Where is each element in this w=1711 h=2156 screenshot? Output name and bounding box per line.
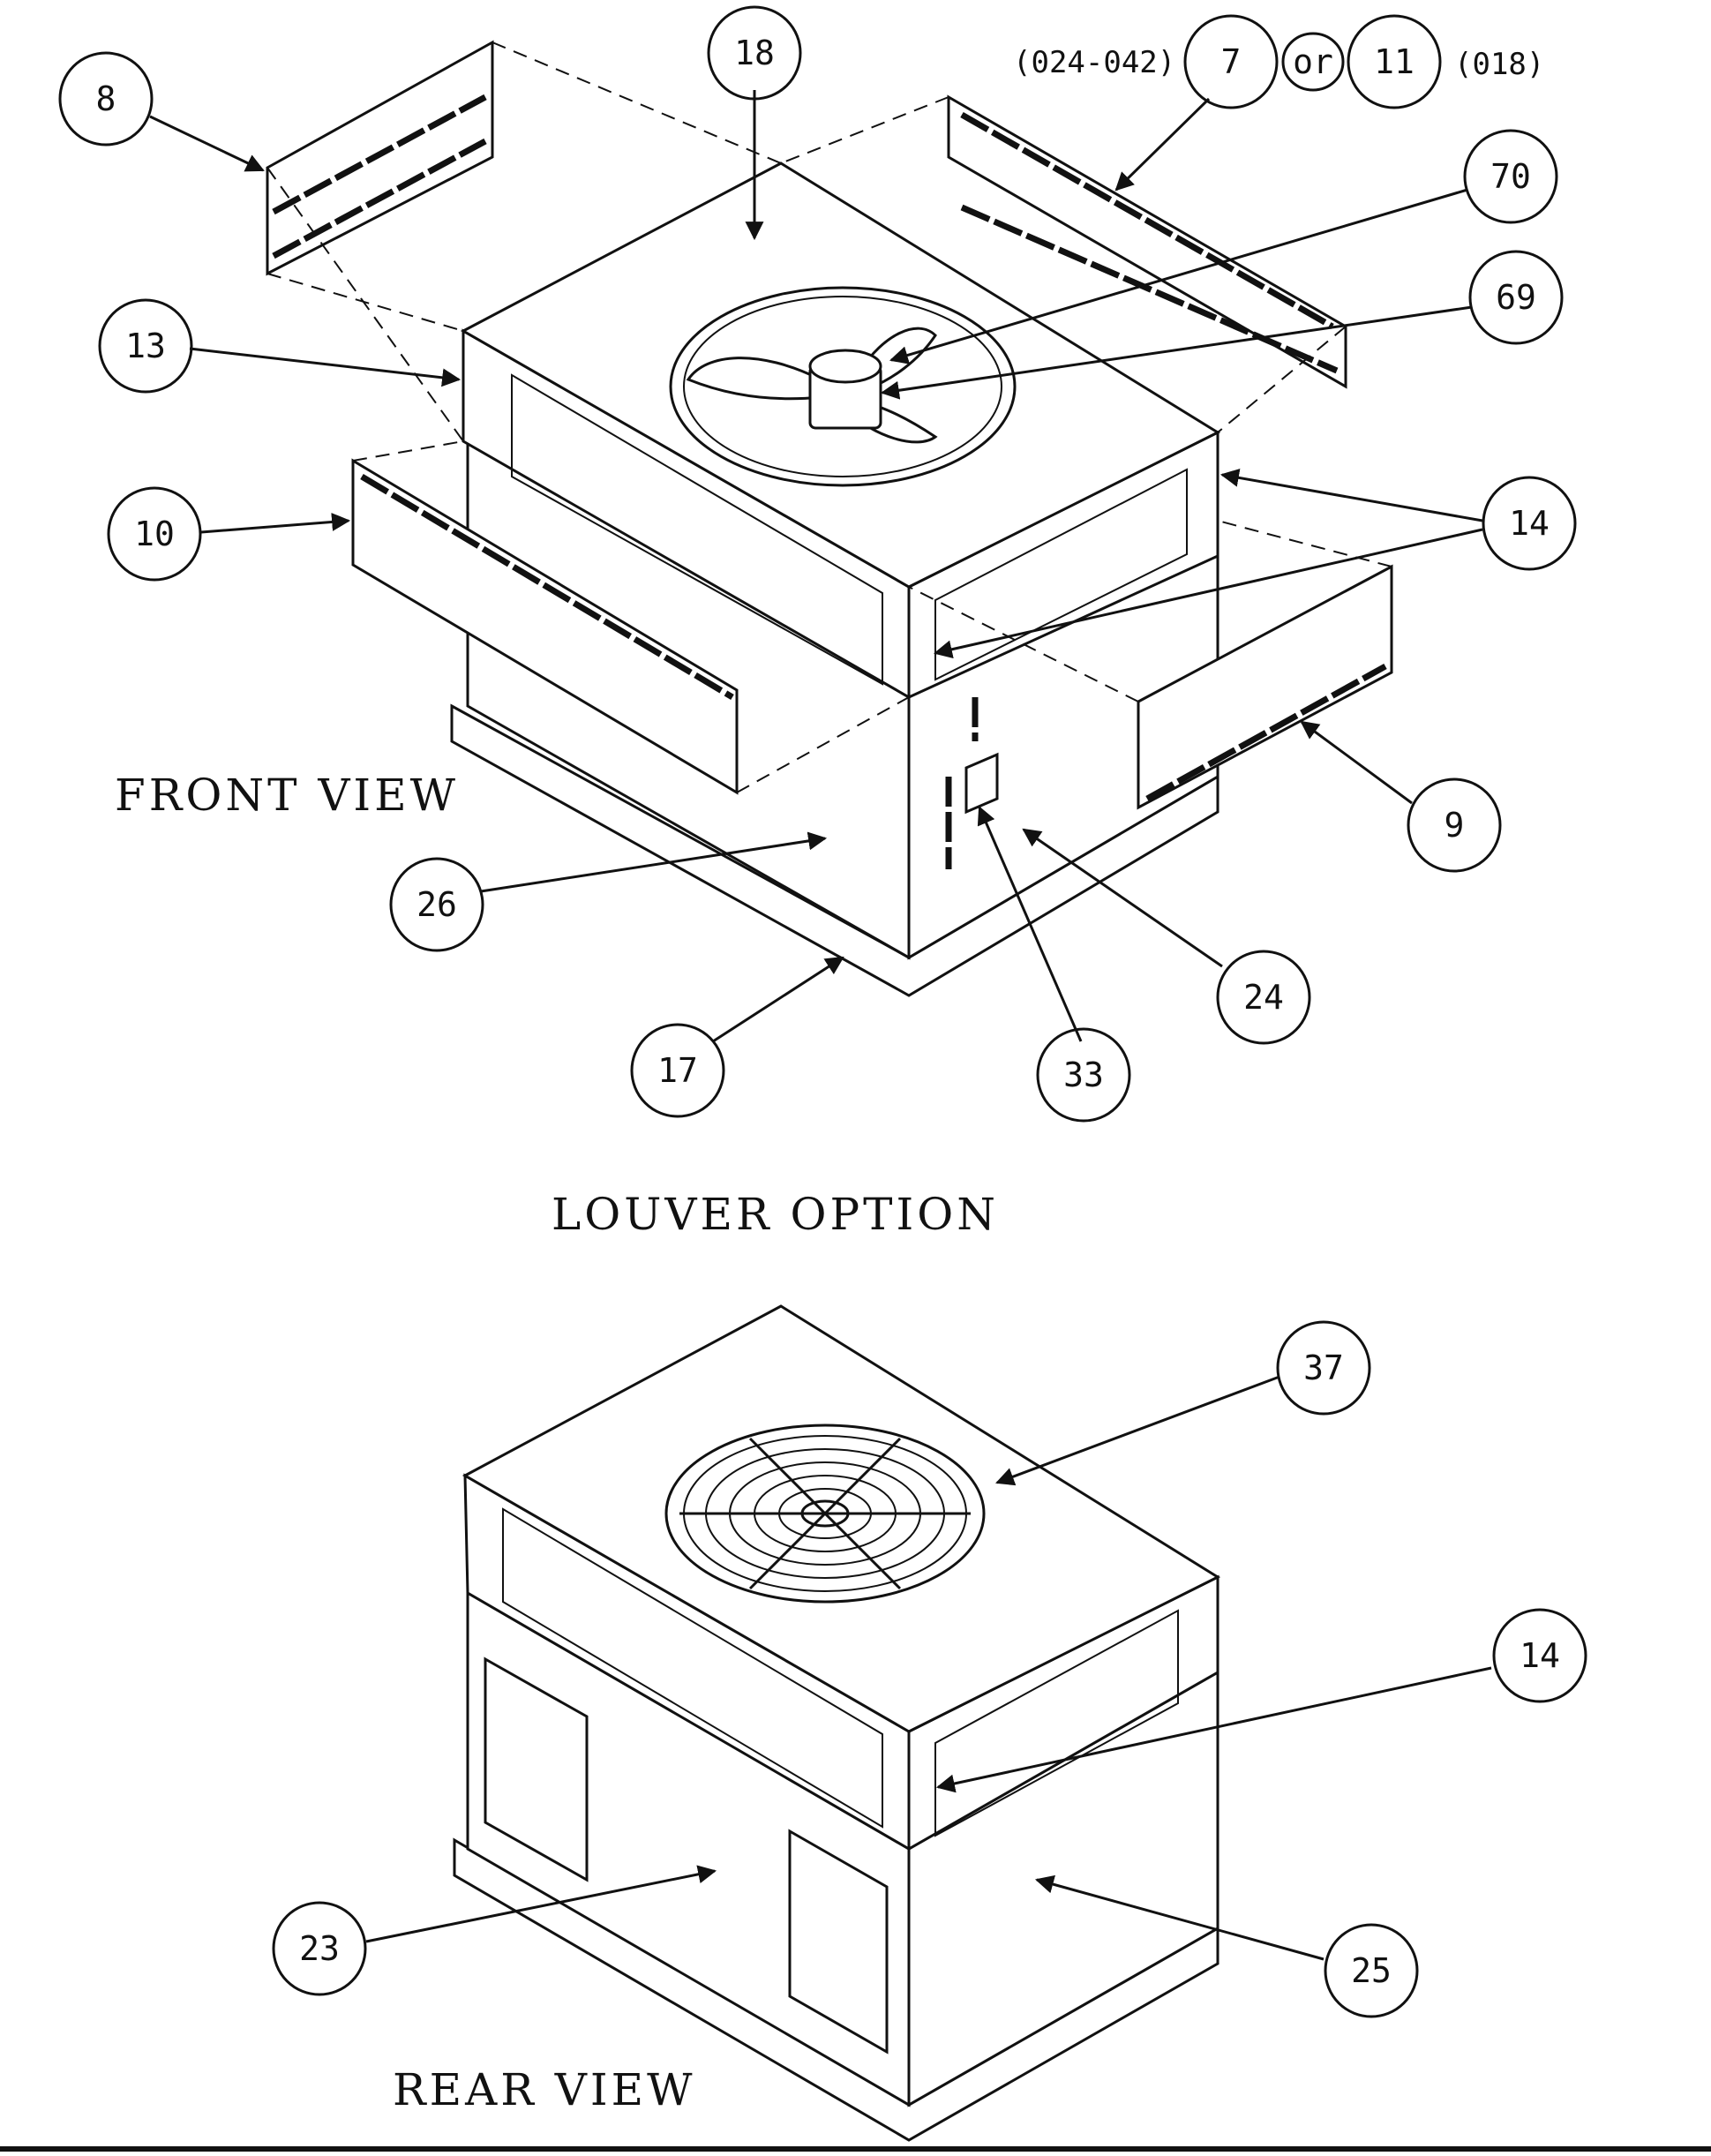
louver-panel-7-11 — [947, 94, 1347, 389]
svg-text:8: 8 — [96, 79, 116, 118]
rear-view-unit — [453, 1304, 1221, 2142]
svg-text:11: 11 — [1374, 42, 1415, 81]
leader-lines — [149, 90, 1492, 1961]
svg-text:69: 69 — [1496, 278, 1536, 317]
front-view-label: FRONT VIEW — [115, 770, 459, 821]
callout-10: 10 — [107, 486, 202, 582]
svg-text:17: 17 — [657, 1051, 698, 1090]
fan-guard — [664, 1424, 986, 1604]
callout-37: 37 — [1276, 1320, 1371, 1416]
callout-11: 11 — [1347, 14, 1442, 109]
svg-text:24: 24 — [1243, 978, 1284, 1017]
louver-panel-8 — [266, 40, 494, 276]
callout-69: 69 — [1468, 250, 1564, 345]
svg-text:or: or — [1293, 42, 1333, 81]
duct-opening-return — [788, 1829, 889, 2055]
callout-33: 33 — [1036, 1027, 1131, 1123]
callout-18: 18 — [707, 5, 802, 101]
callout-14-rear: 14 — [1492, 1608, 1587, 1703]
svg-text:14: 14 — [1520, 1636, 1560, 1675]
louver-panel-9 — [1137, 564, 1393, 810]
svg-text:13: 13 — [125, 327, 166, 365]
callout-7: 7 — [1183, 14, 1279, 109]
svg-text:25: 25 — [1351, 1951, 1392, 1990]
model-range-b-label: (018) — [1454, 47, 1544, 82]
fan-orifice — [669, 286, 1017, 487]
callout-14-front: 14 — [1482, 476, 1577, 571]
callout-25: 25 — [1324, 1923, 1419, 2018]
callout-70: 70 — [1463, 129, 1558, 224]
svg-text:14: 14 — [1509, 504, 1550, 543]
svg-text:7: 7 — [1221, 42, 1242, 81]
callout-17: 17 — [630, 1023, 725, 1118]
svg-text:70: 70 — [1490, 157, 1531, 196]
fan-blade — [686, 357, 822, 401]
louver-panels — [266, 40, 1393, 810]
rear-view-label: REAR VIEW — [393, 2064, 696, 2115]
bottom-rule — [0, 2146, 1711, 2152]
svg-text:33: 33 — [1063, 1055, 1104, 1094]
callout-or: or — [1281, 32, 1345, 92]
svg-text:10: 10 — [134, 515, 175, 553]
svg-text:9: 9 — [1445, 806, 1465, 845]
svg-text:18: 18 — [734, 34, 775, 72]
svg-text:37: 37 — [1303, 1348, 1344, 1387]
callout-9: 9 — [1407, 778, 1502, 873]
front-view-unit — [450, 162, 1221, 997]
callout-26: 26 — [389, 857, 484, 952]
callout-8: 8 — [58, 51, 154, 146]
callout-23: 23 — [272, 1901, 367, 1996]
callouts: 8 18 7 or 11 70 69 13 — [58, 5, 1587, 2018]
svg-text:26: 26 — [416, 885, 457, 924]
callout-13: 13 — [98, 298, 193, 394]
svg-text:23: 23 — [299, 1929, 340, 1968]
callout-24: 24 — [1216, 950, 1311, 1045]
louver-option-label: LOUVER OPTION — [552, 1189, 999, 1240]
control-box — [964, 752, 999, 815]
duct-opening-supply — [484, 1656, 589, 1882]
model-range-a-label: (024-042) — [1013, 45, 1175, 80]
